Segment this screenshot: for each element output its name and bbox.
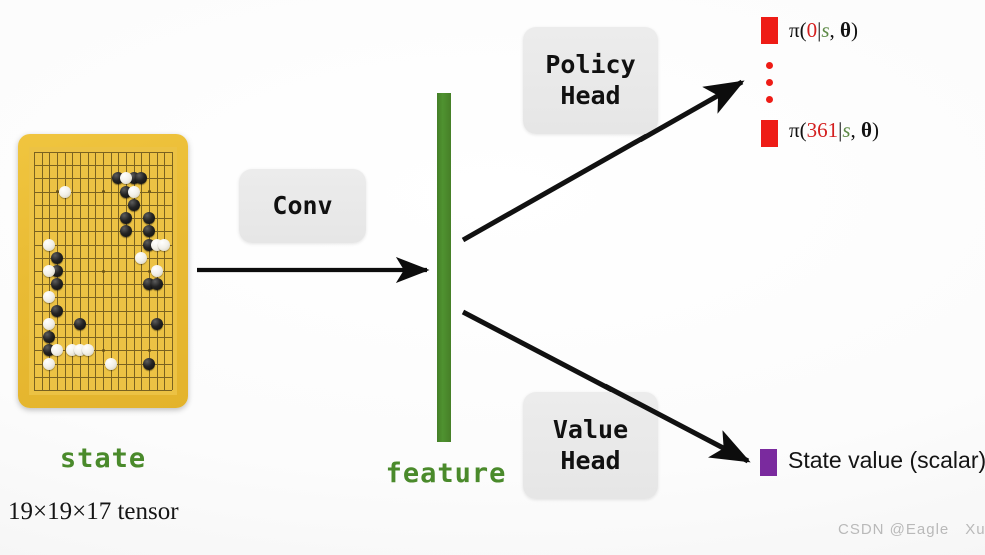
policy-output-formula-last: π(361|s, θ) xyxy=(789,118,879,143)
arrow-feature-to-policy-trunk xyxy=(461,131,652,243)
policy-head-label-line1: Policy xyxy=(545,50,636,79)
go-stone-white xyxy=(104,357,117,370)
go-stone-white xyxy=(120,172,132,185)
feature-vector-bar xyxy=(437,93,451,442)
go-grid-line-vertical xyxy=(110,152,112,390)
go-board-grid xyxy=(29,147,177,395)
go-grid-line-horizontal xyxy=(34,376,172,378)
go-stone-black xyxy=(143,212,155,225)
watermark: CSDN @Eagle Xu xyxy=(838,521,985,538)
go-star-point xyxy=(55,190,59,194)
state-label: state xyxy=(59,443,147,474)
policy-theta-symbol-last: θ xyxy=(861,118,872,142)
go-grid-line-vertical xyxy=(133,152,135,390)
go-stone-black xyxy=(120,212,132,225)
policy-close-paren-first: ) xyxy=(850,18,858,42)
policy-state-symbol-last: s xyxy=(842,118,851,142)
go-grid-line-vertical xyxy=(164,152,166,390)
policy-close-paren-last: ) xyxy=(871,118,879,142)
policy-comma-first: , xyxy=(829,18,841,42)
go-star-point xyxy=(147,269,151,273)
go-stone-white xyxy=(43,291,56,304)
go-stone-white xyxy=(58,185,71,198)
go-stone-black xyxy=(127,198,140,211)
conv-block[interactable]: Conv xyxy=(239,169,366,243)
tensor-shape-label: 19×19×17 tensor xyxy=(8,498,179,525)
go-stone-black xyxy=(43,331,56,344)
policy-action-index-last: 361 xyxy=(806,118,839,142)
policy-head-label-line2: Head xyxy=(560,80,621,110)
go-stone-black xyxy=(74,317,86,330)
go-grid-line-horizontal xyxy=(34,390,172,391)
policy-head-block[interactable]: Policy Head xyxy=(523,27,658,134)
pi-symbol-first: π( xyxy=(789,18,807,42)
go-grid-line-horizontal xyxy=(34,310,172,312)
go-stone-black xyxy=(51,251,63,264)
value-head-label-line1: Value xyxy=(552,415,629,444)
value-output-label: State value (scalar) xyxy=(788,447,985,473)
policy-action-index-first: 0 xyxy=(806,18,818,42)
go-star-point xyxy=(147,190,151,194)
go-star-point xyxy=(101,348,105,352)
go-grid-line-vertical xyxy=(172,152,173,390)
go-grid-line-vertical xyxy=(141,152,143,390)
arrow-feature-to-value-trunk xyxy=(461,309,614,393)
policy-output-swatch-last xyxy=(761,120,778,147)
go-grid-line-horizontal xyxy=(34,323,172,325)
value-head-label-line2: Head xyxy=(560,445,621,475)
go-stone-white xyxy=(43,357,56,370)
go-star-point xyxy=(101,190,105,194)
go-stone-white xyxy=(135,251,148,264)
go-stone-white xyxy=(43,317,56,330)
go-star-point xyxy=(147,348,151,352)
go-stone-black xyxy=(135,172,148,185)
conv-block-label: Conv xyxy=(272,190,333,220)
go-stone-white xyxy=(158,238,171,251)
go-board xyxy=(18,134,188,408)
go-stone-black xyxy=(120,225,132,238)
go-stone-black xyxy=(150,317,163,330)
value-output-swatch xyxy=(760,449,777,476)
value-head-block[interactable]: Value Head xyxy=(523,392,658,499)
policy-state-symbol-first: s xyxy=(821,18,830,42)
go-grid-line-vertical xyxy=(126,152,127,390)
go-stone-black xyxy=(143,225,155,238)
go-stone-black xyxy=(150,278,163,291)
policy-output-ellipsis xyxy=(766,62,773,110)
go-stone-black xyxy=(51,304,63,317)
policy-output-formula-first: π(0|s, θ) xyxy=(789,18,858,43)
go-grid-line-horizontal xyxy=(34,284,172,286)
go-grid-line-vertical xyxy=(118,152,120,390)
policy-output-swatch-first xyxy=(761,17,778,44)
go-stone-white xyxy=(127,185,140,198)
policy-bar-first: | xyxy=(817,18,822,42)
go-stone-white xyxy=(43,238,56,251)
go-board-surface xyxy=(29,147,177,395)
pi-symbol-last: π( xyxy=(789,118,807,142)
go-grid-line-horizontal xyxy=(34,363,172,365)
go-stone-black xyxy=(51,278,63,291)
go-stone-white xyxy=(150,265,163,277)
policy-theta-symbol-first: θ xyxy=(840,18,851,42)
go-stone-white xyxy=(43,265,56,277)
go-grid-line-horizontal xyxy=(34,297,172,299)
policy-bar-last: | xyxy=(838,118,843,142)
go-grid-line-horizontal xyxy=(34,337,172,339)
go-stone-white xyxy=(51,344,63,357)
policy-comma-last: , xyxy=(850,118,862,142)
feature-label: feature xyxy=(385,458,507,489)
go-star-point xyxy=(101,269,105,273)
go-stone-white xyxy=(81,344,94,357)
go-stone-black xyxy=(143,357,155,370)
